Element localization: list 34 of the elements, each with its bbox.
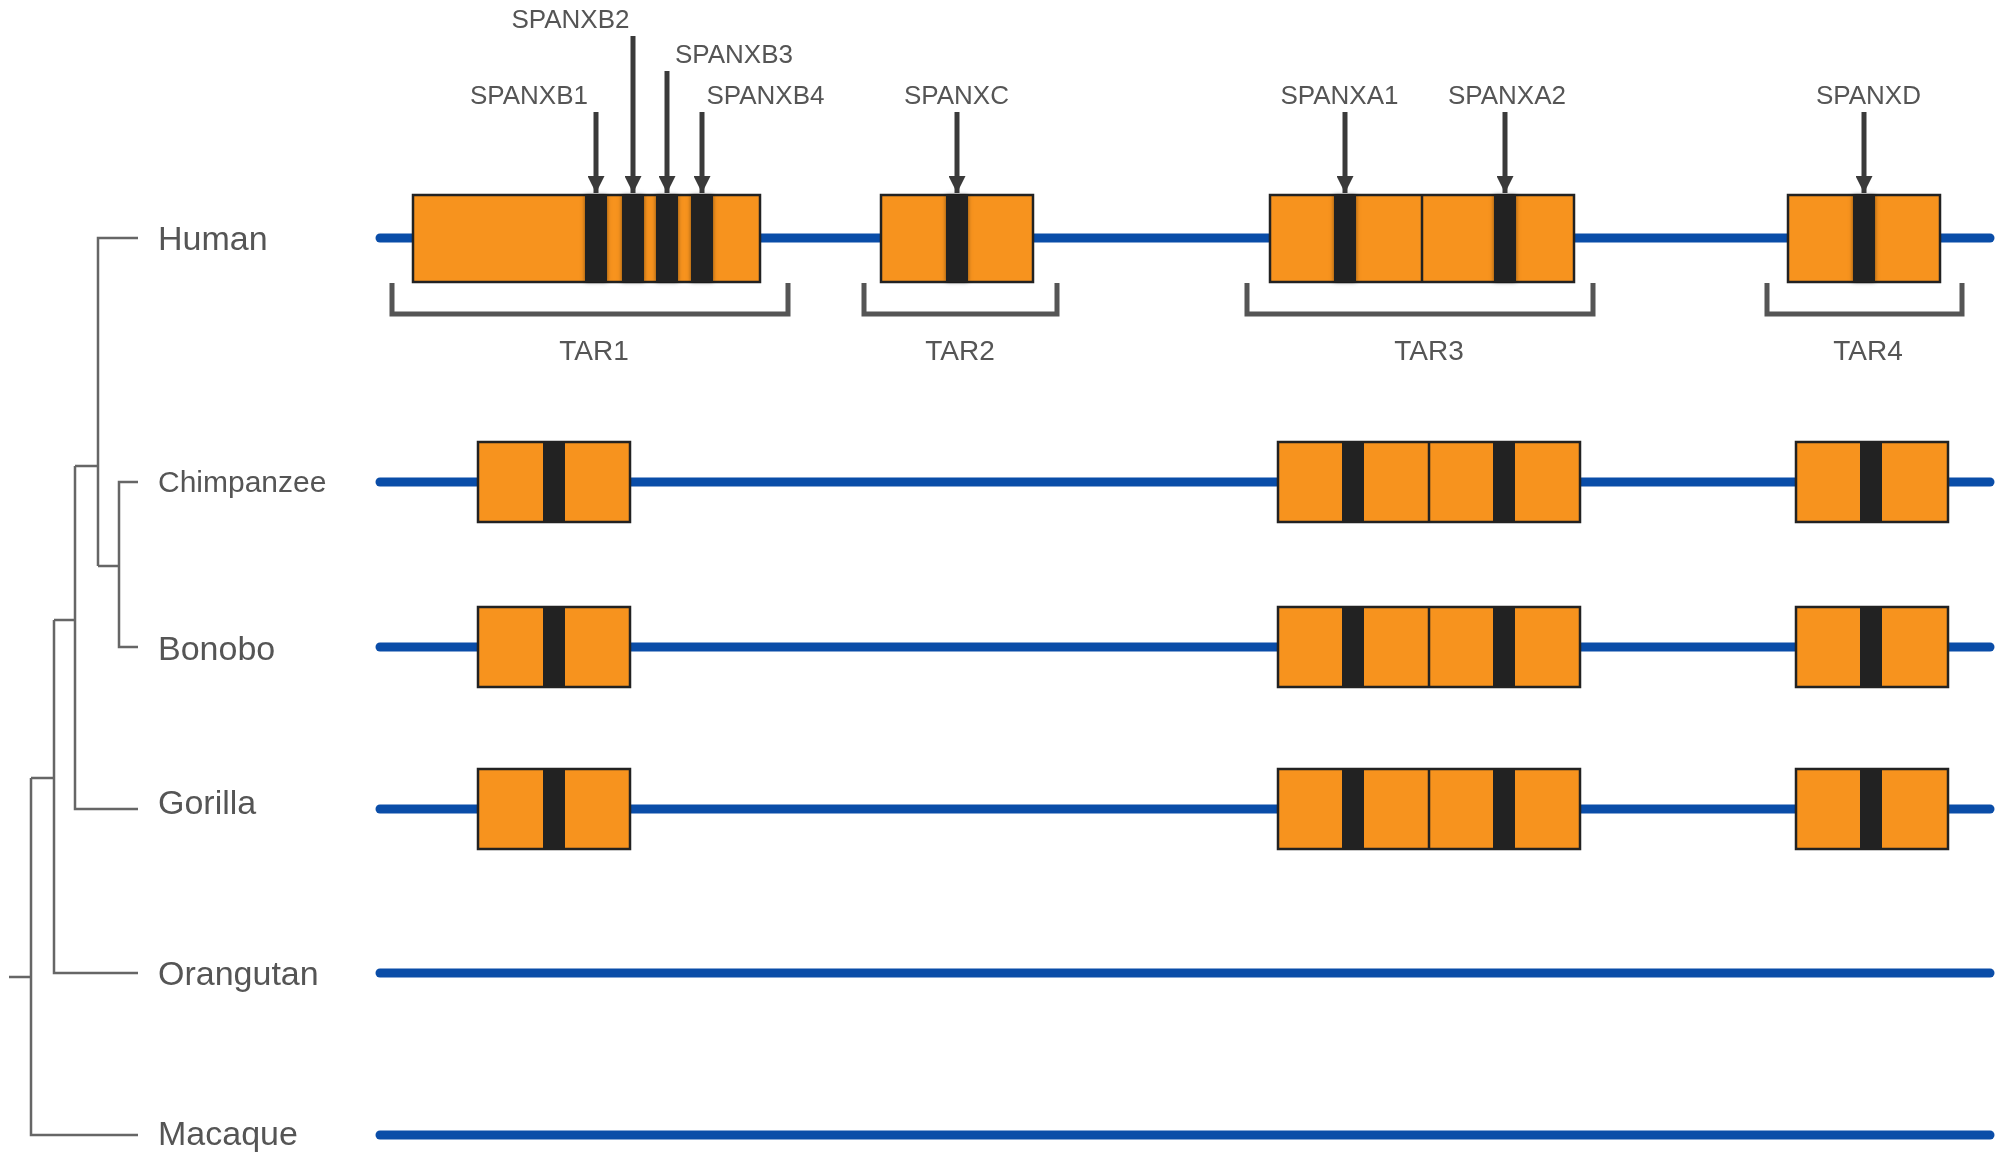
gene-label: SPANXA1: [1268, 79, 1411, 111]
gene-label: SPANXB4: [694, 79, 837, 111]
species-label: Orangutan: [158, 956, 319, 990]
arrow: [1336, 112, 1354, 193]
gene-label: SPANXB2: [499, 3, 642, 35]
arrow: [1855, 112, 1873, 193]
gene-bar: [585, 195, 607, 282]
species-label: Gorilla: [158, 785, 257, 819]
region-label: TAR3: [1394, 337, 1464, 365]
arrow: [1496, 112, 1514, 193]
region-label: TAR1: [559, 337, 629, 365]
gene-label: SPANXC: [893, 79, 1020, 111]
gene-bar: [1334, 195, 1356, 282]
species-label: Human: [158, 221, 268, 255]
gene-bar: [656, 195, 678, 282]
arrow: [587, 112, 605, 193]
gene-label: SPANXA2: [1435, 79, 1579, 111]
species-label: Macaque: [158, 1116, 298, 1150]
species-label: Chimpanzee: [158, 467, 327, 497]
gene-bar: [1853, 195, 1875, 282]
gene-bar: [691, 195, 713, 282]
gene-bar: [946, 195, 968, 282]
gene-label: SPANXB1: [458, 79, 600, 111]
gene-bar: [1494, 195, 1516, 282]
gene-bar: [622, 195, 644, 282]
arrow: [948, 112, 966, 193]
arrow: [658, 71, 676, 193]
region-label: TAR2: [925, 337, 995, 365]
gene-label: SPANXB3: [662, 38, 806, 70]
arrow: [624, 36, 642, 193]
region-label: TAR4: [1833, 337, 1903, 365]
species-label: Bonobo: [158, 631, 276, 665]
arrow: [693, 112, 711, 193]
gene-label: SPANXD: [1805, 79, 1932, 111]
